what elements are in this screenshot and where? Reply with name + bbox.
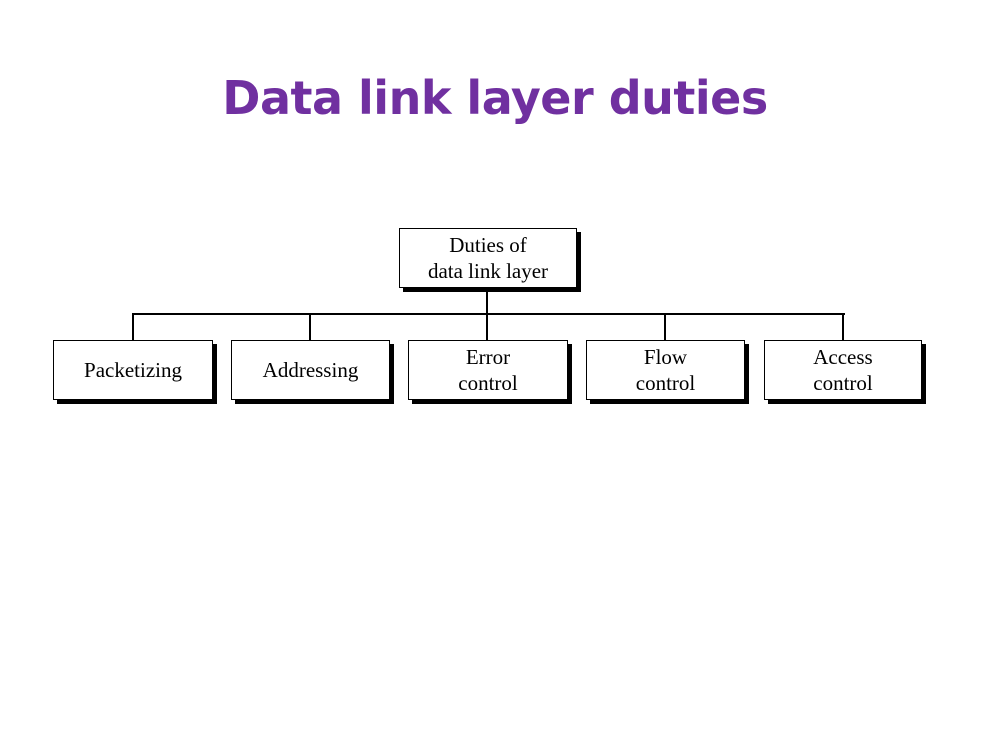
slide-title: Data link layer duties: [222, 71, 768, 125]
connector-child-5: [842, 313, 844, 341]
child-node-error-control: Error control: [408, 340, 568, 400]
connector-child-1: [132, 313, 134, 341]
child-node-addressing: Addressing: [231, 340, 390, 400]
root-node-duties: Duties of data link layer: [399, 228, 577, 288]
child-node-access-control: Access control: [764, 340, 922, 400]
connector-child-4: [664, 313, 666, 341]
connector-root-stem: [486, 291, 488, 315]
child-node-packetizing: Packetizing: [53, 340, 213, 400]
connector-child-2: [309, 313, 311, 341]
child-node-flow-control: Flow control: [586, 340, 745, 400]
connector-child-3: [486, 313, 488, 341]
connector-horizontal-bus: [132, 313, 845, 315]
